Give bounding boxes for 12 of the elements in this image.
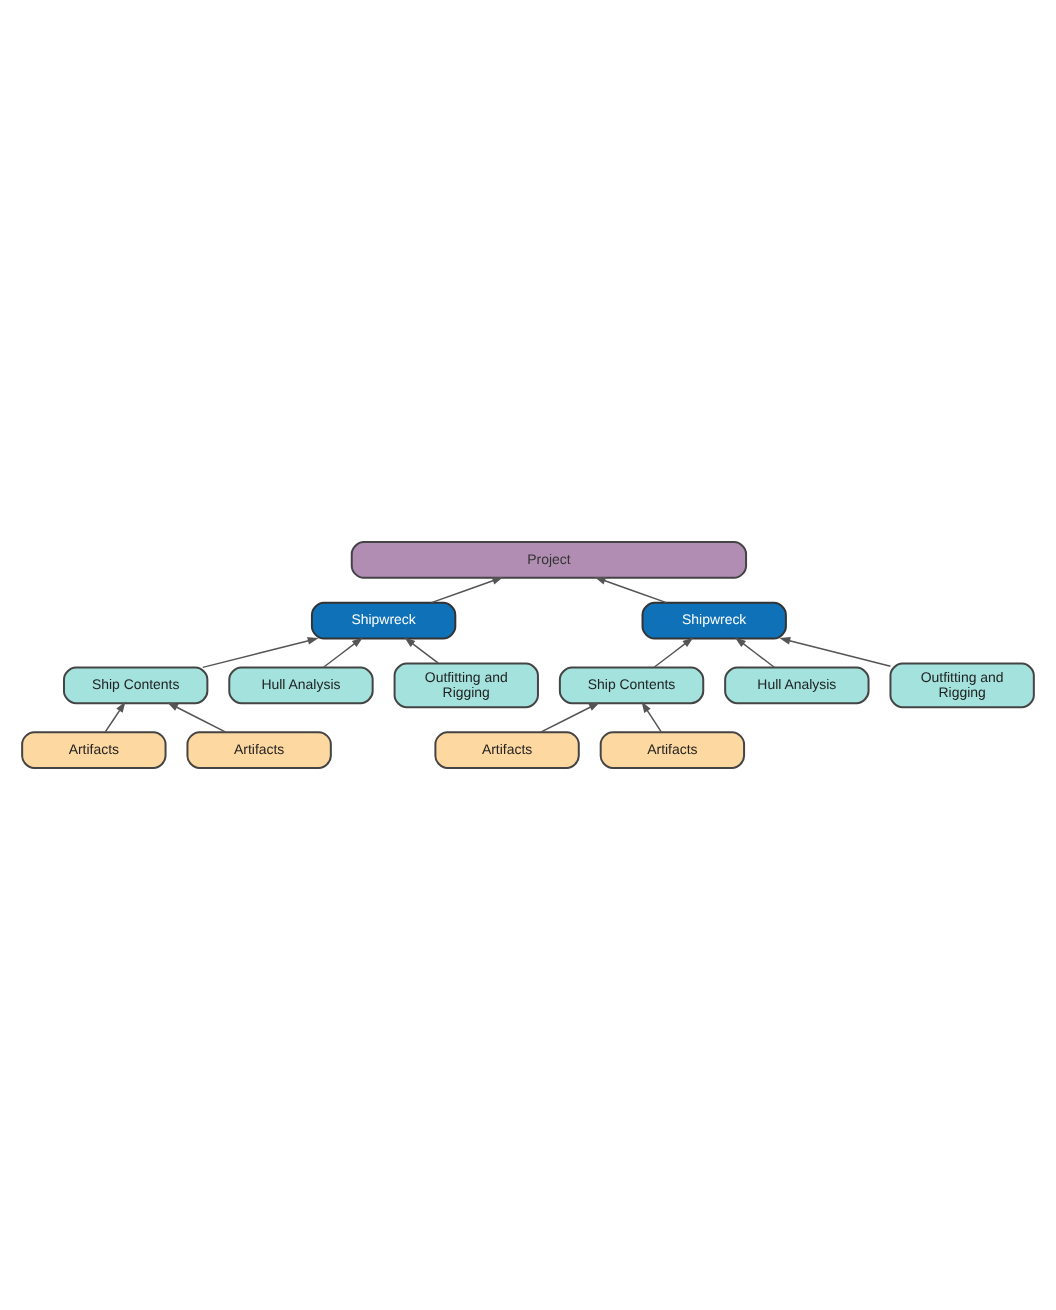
arrow	[167, 702, 227, 733]
arrow	[641, 701, 662, 733]
arrow	[734, 637, 775, 668]
arrow	[540, 702, 600, 733]
arrow	[322, 637, 363, 668]
arrow	[404, 637, 440, 664]
arrow	[594, 577, 668, 604]
arrow	[104, 701, 126, 733]
arrow	[779, 637, 892, 667]
arrow	[202, 637, 319, 669]
arrow	[653, 637, 694, 668]
arrow	[430, 577, 504, 604]
